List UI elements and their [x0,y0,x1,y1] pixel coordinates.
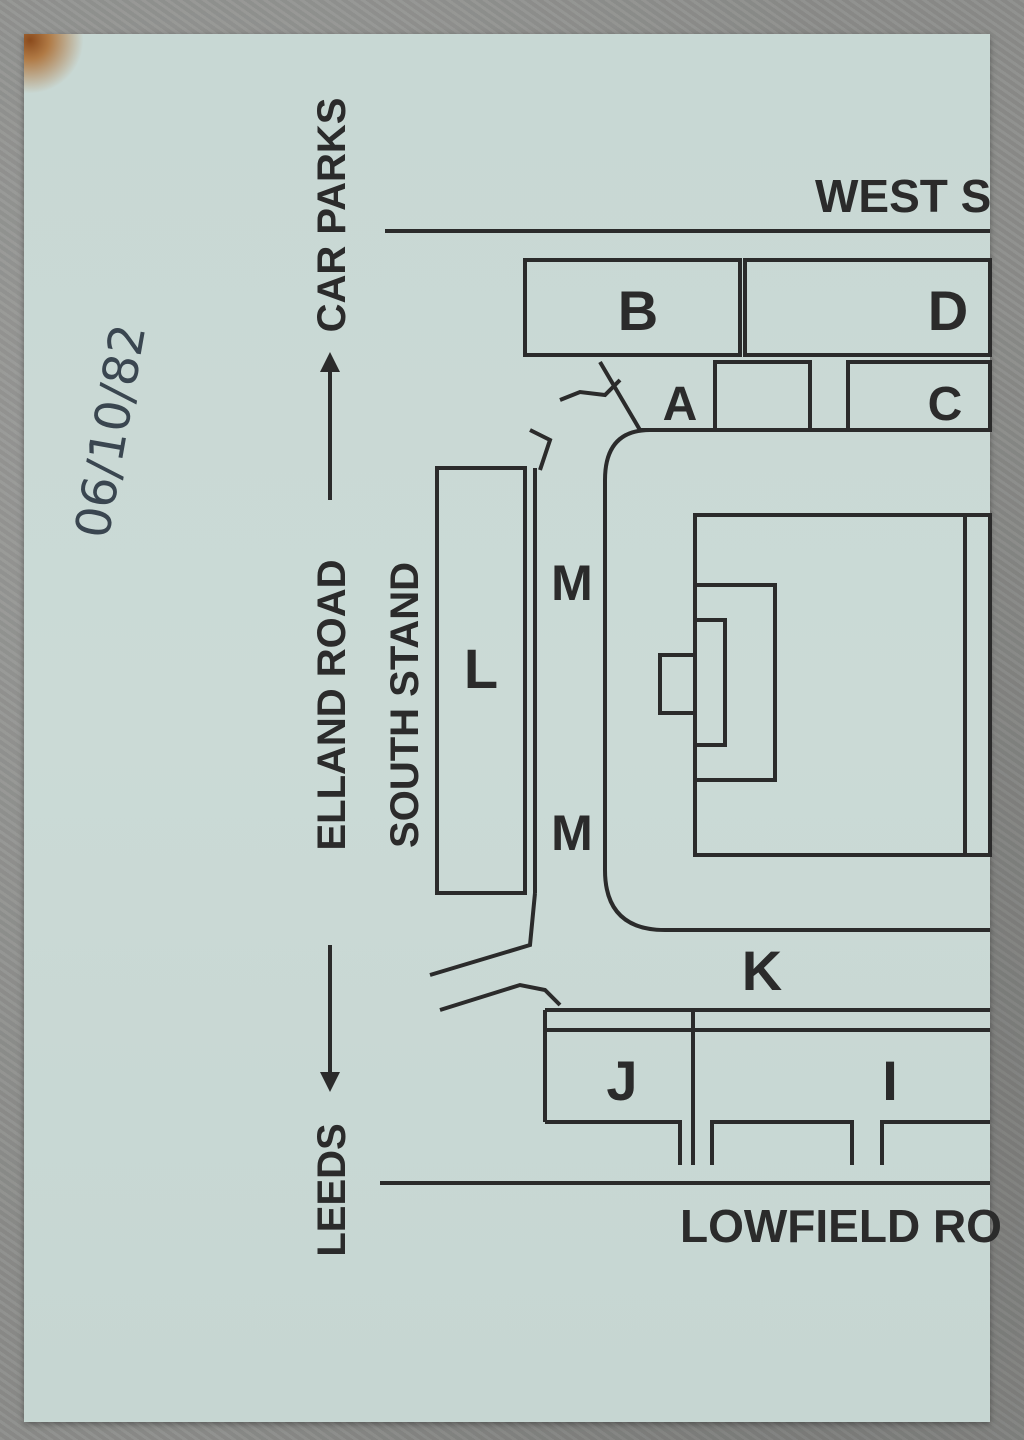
section-b-label: B [618,279,658,342]
perimeter-track [603,428,990,932]
south-stand-label: SOUTH STAND [383,562,427,848]
rust-stain [24,34,84,94]
pitch [693,513,992,857]
section-i-bottom [710,1120,854,1165]
section-a-block [598,360,717,432]
section-j-bottom [545,1120,682,1165]
section-c-label: C [928,378,963,431]
section-j-label: J [606,1049,637,1112]
penalty-area [693,583,777,782]
goal [658,653,697,715]
section-next-bottom [880,1120,990,1165]
section-k-label: K [742,939,782,1002]
section-m-top-label: M [551,555,593,611]
west-street-label: WEST S [815,170,991,222]
section-a-extension [713,360,812,432]
lowfield-road-label: LOWFIELD RO [680,1200,1002,1252]
entrance-line-top-2 [529,428,553,471]
up-arrow-icon [320,352,340,372]
section-l-block [435,466,527,895]
section-i-label: I [882,1049,898,1112]
section-m-bottom-label: M [551,805,593,861]
section-d-label: D [928,279,968,342]
entrance-line-bottom [429,892,537,977]
car-parks-label: CAR PARKS [310,98,354,333]
entrance-line-bottom-2 [439,982,562,1012]
down-arrow-icon [320,1072,340,1092]
section-l-label: L [464,637,498,700]
section-d-block [743,258,992,357]
elland-road-label: ELLAND ROAD [310,559,354,850]
ticket-stub [24,34,990,1422]
entrance-line-top [559,378,622,402]
section-c-block [846,360,992,432]
leeds-label: LEEDS [310,1123,354,1256]
section-a-label: A [663,378,698,431]
goal-area [693,618,727,747]
section-b-block [523,258,742,357]
handwritten-date: 06/10/82 [65,320,158,542]
